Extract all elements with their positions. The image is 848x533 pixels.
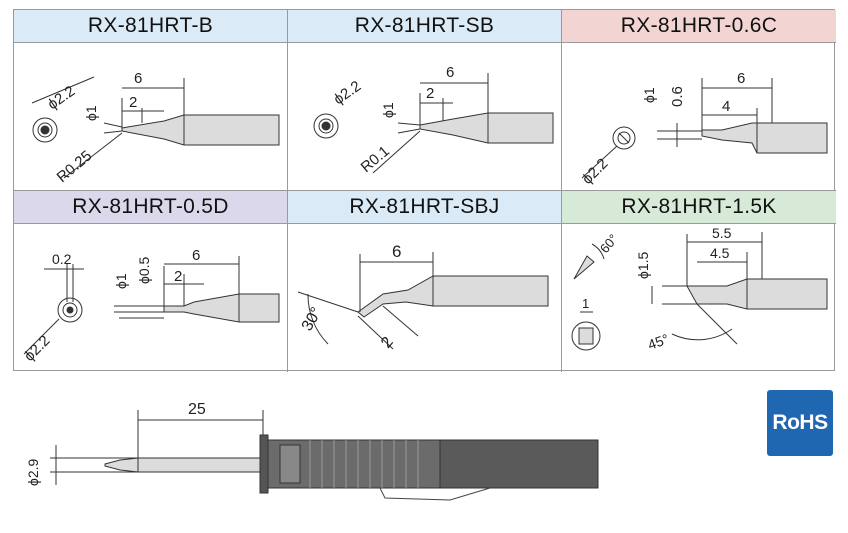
tip-drawing-sb: 6 2 ϕ1 ϕ2.2 R0.1: [313, 64, 554, 176]
tip-cell-1-5k: RX-81HRT-1.5K 60° ϕ1.5 5.5: [562, 191, 836, 372]
tip-cell-0-6c: RX-81HRT-0.6C 6 4 ϕ1 0.6 ϕ2.2: [562, 10, 836, 191]
dim-length: 6: [392, 242, 401, 261]
dim-phi15: ϕ1.5: [635, 251, 651, 279]
dim-length: 5.5: [712, 225, 732, 241]
dim-length: 6: [737, 70, 745, 87]
dim-thickness: 0.6: [669, 86, 686, 107]
dim-phi1: ϕ1: [113, 273, 129, 289]
dim-bend: 2: [378, 334, 397, 352]
dim-radius: R0.25: [54, 147, 96, 186]
tip-drawing-b: 6 2 ϕ1 ϕ2.2 R0.25: [31, 70, 280, 186]
tip-title: RX-81HRT-0.5D: [14, 191, 287, 224]
tip-drawing-0-5d: 0.2 6 2 ϕ1 ϕ0.5 ϕ2.2: [21, 247, 280, 365]
tip-drawing-1-5k: 60° ϕ1.5 5.5 4.5 1 45°: [571, 225, 828, 353]
iron-length: 25: [188, 401, 206, 418]
tip-cell-0-5d: RX-81HRT-0.5D 0.2 6 2 ϕ1 ϕ0.5 ϕ2.2: [14, 191, 288, 372]
dim-gap: 0.2: [52, 251, 72, 267]
tip-drawing-0-6c: 6 4 ϕ1 0.6 ϕ2.2: [579, 70, 828, 188]
tip-grid: RX-81HRT-B 6 2 ϕ1 ϕ2.2 R0: [13, 9, 836, 372]
iron-diameter: ϕ2.9: [25, 458, 41, 486]
tip-cell-b: RX-81HRT-B 6 2 ϕ1 ϕ2.2 R0: [14, 10, 288, 191]
dim-phi22: ϕ2.2: [579, 155, 612, 188]
dim-face: 4.5: [710, 245, 730, 261]
dim-length: 6: [192, 247, 200, 264]
dim-phi1: ϕ1: [380, 102, 396, 118]
dim-length: 6: [134, 70, 142, 87]
tip-drawing-sbj: 6 30° 2: [297, 242, 549, 352]
iron-drawing: 25 ϕ2.9: [25, 401, 599, 501]
tip-cell-sbj: RX-81HRT-SBJ 6 30° 2: [288, 191, 562, 372]
dim-taper: 4: [722, 98, 730, 115]
dim-taper: 2: [426, 85, 434, 102]
dim-phi22: ϕ2.2: [21, 332, 54, 365]
dim-angle: 30°: [299, 305, 326, 334]
tip-title: RX-81HRT-0.6C: [562, 10, 836, 43]
tip-title: RX-81HRT-1.5K: [562, 191, 836, 224]
dim-taper: 2: [129, 94, 137, 111]
dim-phi22: ϕ2.2: [331, 78, 365, 109]
dim-phi05: ϕ0.5: [136, 256, 152, 284]
dim-angle-bottom: 45°: [646, 331, 671, 353]
dim-width: 1: [582, 296, 589, 311]
tip-title: RX-81HRT-SB: [288, 10, 561, 43]
tip-title: RX-81HRT-SBJ: [288, 191, 561, 224]
dim-phi22: ϕ2.2: [45, 83, 79, 114]
dim-taper: 2: [174, 268, 182, 285]
dim-length: 6: [446, 64, 454, 81]
dim-phi1: ϕ1: [641, 87, 657, 103]
dim-phi1: ϕ1: [83, 105, 99, 121]
tip-title: RX-81HRT-B: [14, 10, 287, 43]
rohs-badge: RoHS: [767, 390, 833, 456]
tip-cell-sb: RX-81HRT-SB 6 2 ϕ1 ϕ2.2 R0.1: [288, 10, 562, 191]
